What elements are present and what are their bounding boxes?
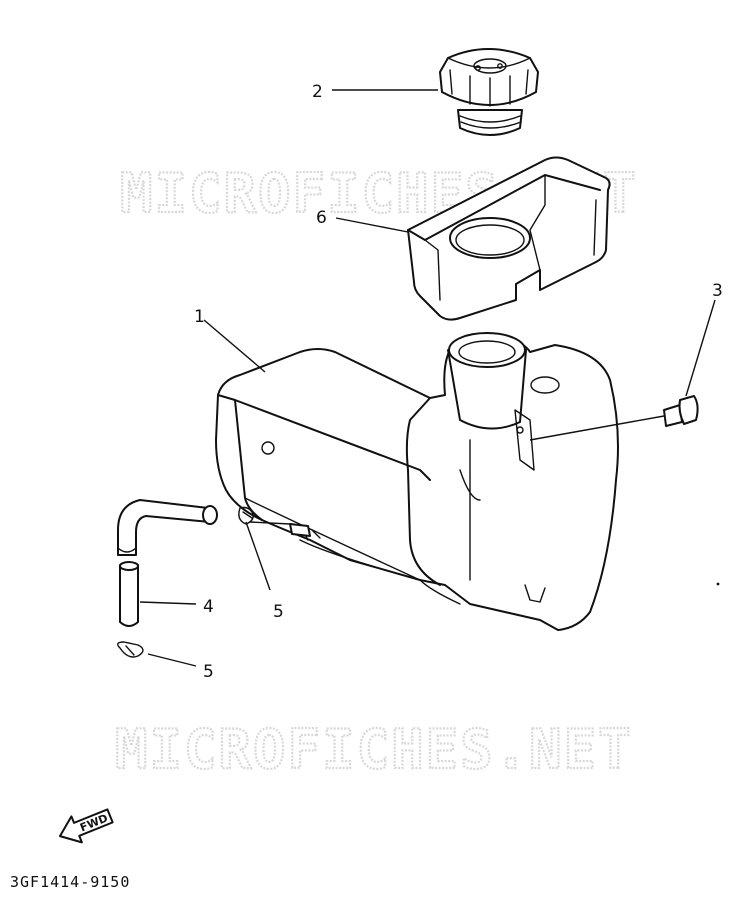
leader-lines (139, 89, 716, 667)
coolant-reservoir-tank (215, 332, 619, 631)
stray-dot (716, 582, 720, 586)
callout-5-lower: 5 (203, 662, 214, 682)
watermark-bottom: MICROFICHES.NET (115, 718, 633, 781)
callout-3: 3 (712, 281, 723, 301)
hose (117, 499, 218, 627)
callout-1: 1 (194, 307, 205, 327)
tank-cover (407, 156, 611, 321)
callout-2: 2 (312, 82, 323, 102)
fwd-arrow-icon: FWD (58, 808, 114, 844)
callout-4: 4 (203, 597, 214, 617)
callout-5-upper: 5 (273, 602, 284, 622)
callout-6: 6 (316, 208, 327, 228)
filler-cap (439, 48, 539, 136)
hose-clamp-lower (117, 641, 144, 658)
hose-clamp-upper (238, 506, 254, 525)
bolt (663, 395, 699, 427)
tank-outlet-nipple (289, 523, 311, 537)
diagram-part-number: 3GF1414-9150 (10, 873, 130, 891)
